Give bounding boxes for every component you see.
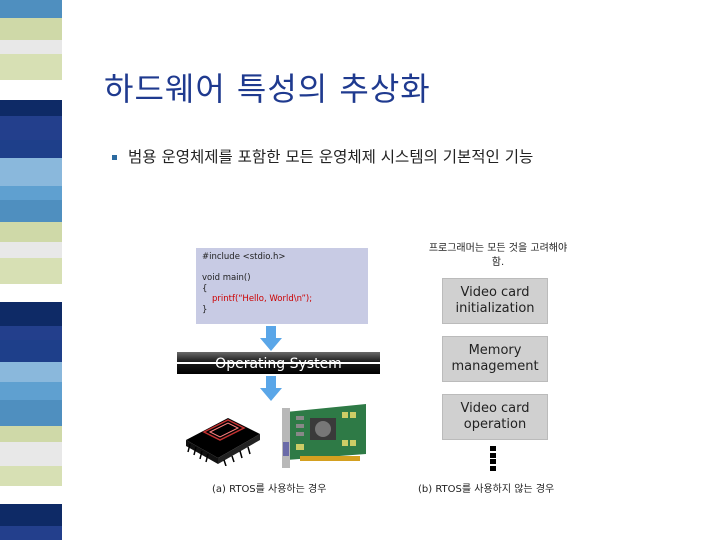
box-label: Memory management: [451, 343, 539, 374]
stripe-block: [0, 0, 62, 18]
stripe-block: [0, 40, 62, 54]
code-line: }: [202, 304, 208, 315]
box-video-card-operation: Video card operation: [442, 394, 548, 440]
stripe-block: [0, 284, 62, 302]
stripe-block: [0, 442, 62, 466]
stripe-block: [0, 382, 62, 400]
box-label: Video card initialization: [455, 285, 535, 316]
stripe-block: [0, 222, 62, 242]
code-snippet: #include <stdio.h> void main() { printf(…: [196, 248, 368, 324]
bullet-item: 범용 운영체제를 포함한 모든 운영체제 시스템의 기본적인 기능: [112, 146, 632, 168]
stripe-block: [0, 158, 62, 186]
stripe-block: [0, 242, 62, 258]
ellipsis-dots: [490, 446, 496, 472]
code-line: void main(): [202, 273, 251, 283]
stripe-block: [0, 116, 62, 140]
video-card-icon: [282, 404, 366, 468]
caption-b: (b) RTOS를 사용하지 않는 경우: [418, 484, 555, 495]
stripe-block: [0, 340, 62, 362]
left-decorative-stripe: [0, 0, 62, 540]
code-line: #include <stdio.h>: [202, 252, 286, 262]
stripe-block: [0, 18, 62, 40]
chip-icon: [186, 418, 260, 466]
bullet-square-icon: [112, 155, 117, 160]
slide-title: 하드웨어 특성의 추상화: [104, 70, 431, 108]
os-label: Operating System: [215, 356, 342, 372]
stripe-block: [0, 362, 62, 382]
stripe-block: [0, 526, 62, 540]
box-memory-management: Memory management: [442, 336, 548, 382]
stripe-block: [0, 302, 62, 326]
stripe-block: [0, 466, 62, 486]
stripe-block: [0, 186, 62, 200]
programmer-note: 프로그래머는 모든 것을 고려해야 함.: [428, 243, 568, 268]
code-line: {: [202, 283, 208, 294]
stripe-block: [0, 80, 62, 100]
arrow-down-icon: [260, 326, 282, 351]
stripe-block: [0, 140, 62, 158]
stripe-block: [0, 54, 62, 80]
stripe-block: [0, 486, 62, 504]
code-line-printf: printf(“Hello, World\n”);: [212, 294, 313, 304]
arrow-down-icon: [260, 376, 282, 401]
bullet-text: 범용 운영체제를 포함한 모든 운영체제 시스템의 기본적인 기능: [128, 148, 534, 166]
stripe-block: [0, 200, 62, 222]
operating-system-bar: Operating System: [177, 352, 380, 374]
stripe-block: [0, 100, 62, 116]
stripe-block: [0, 426, 62, 442]
box-video-card-initialization: Video card initialization: [442, 278, 548, 324]
stripe-block: [0, 504, 62, 526]
stripe-block: [0, 326, 62, 340]
code-line: [202, 263, 362, 274]
stripe-block: [0, 400, 62, 426]
box-label: Video card operation: [460, 401, 530, 432]
caption-a: (a) RTOS를 사용하는 경우: [212, 484, 327, 495]
stripe-block: [0, 258, 62, 284]
